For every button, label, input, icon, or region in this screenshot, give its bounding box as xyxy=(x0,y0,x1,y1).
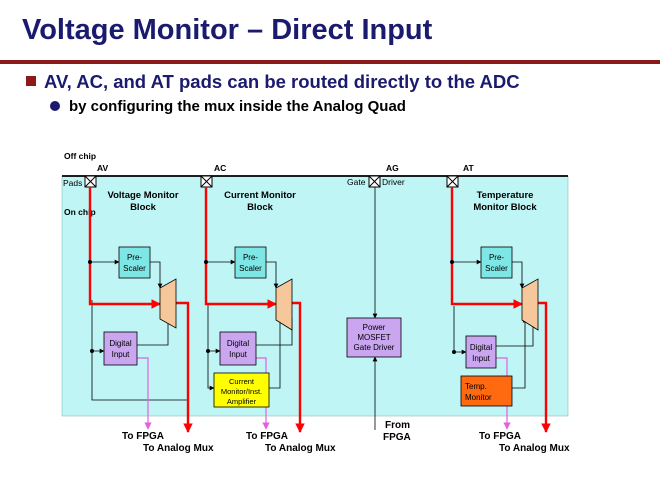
svg-text:Digital: Digital xyxy=(109,339,131,348)
svg-text:Current: Current xyxy=(229,377,255,386)
pad-label-av: AV xyxy=(97,163,109,173)
from-fpga-label-1: From xyxy=(385,420,410,431)
pad-at-icon xyxy=(446,175,459,188)
on-chip-label: On chip xyxy=(64,207,96,217)
title-rule xyxy=(0,60,660,64)
bullet-main: AV, AC, and AT pads can be routed direct… xyxy=(26,71,520,93)
pad-label-ac: AC xyxy=(214,163,226,173)
temp-monitor-box: Temp. Monitor xyxy=(460,375,513,407)
bullet-sub-text: by configuring the mux inside the Analog… xyxy=(69,98,406,115)
slide-title: Voltage Monitor – Direct Input xyxy=(22,14,433,46)
svg-text:Digital: Digital xyxy=(227,339,249,348)
vm-block-title-2: Block xyxy=(130,202,157,213)
pad-ac-icon xyxy=(200,175,213,188)
vm-to-fpga-label: To FPGA xyxy=(122,431,164,442)
tm-to-fpga-label: To FPGA xyxy=(479,431,521,442)
cm-digital-input-box: Digital Input xyxy=(219,331,257,366)
vm-digital-input-box: Digital Input xyxy=(103,331,138,366)
svg-text:Monitor: Monitor xyxy=(465,393,492,402)
tm-block-title-2: Monitor Block xyxy=(473,202,537,213)
current-monitor-amp-box: Current Monitor/Inst. Amplifier xyxy=(213,372,270,408)
power-mosfet-gate-driver-box: Power MOSFET Gate Driver xyxy=(346,317,402,358)
from-fpga-label-2: FPGA xyxy=(383,432,411,443)
square-bullet-icon xyxy=(26,76,36,86)
tm-mux xyxy=(521,278,539,331)
tm-prescaler-box: Pre- Scaler xyxy=(480,246,513,279)
pad-label-ag: AG xyxy=(386,163,399,173)
svg-text:Amplifier: Amplifier xyxy=(227,397,257,406)
cm-mux xyxy=(275,278,293,331)
cm-block-title-1: Current Monitor xyxy=(224,190,296,201)
pad-label-at: AT xyxy=(463,163,475,173)
vm-prescaler-box: Pre- Scaler xyxy=(118,246,151,279)
off-chip-label: Off chip xyxy=(64,151,96,161)
svg-text:Input: Input xyxy=(112,350,131,359)
svg-text:Power: Power xyxy=(363,323,386,332)
tm-digital-input-box: Digital Input xyxy=(465,335,497,369)
svg-text:Scaler: Scaler xyxy=(239,264,262,273)
bullet-sub: by configuring the mux inside the Analog… xyxy=(50,98,406,115)
bullet-main-text: AV, AC, and AT pads can be routed direct… xyxy=(44,71,520,92)
driver-label: Driver xyxy=(382,177,405,187)
svg-text:Temp.: Temp. xyxy=(465,382,487,391)
svg-text:Pre-: Pre- xyxy=(489,253,504,262)
tm-to-analog-mux-label: To Analog Mux xyxy=(499,443,570,454)
cm-to-fpga-label: To FPGA xyxy=(246,431,288,442)
cm-prescaler-box: Pre- Scaler xyxy=(234,246,267,279)
vm-to-analog-mux-label: To Analog Mux xyxy=(143,443,214,454)
red-signal-paths xyxy=(88,187,551,433)
cm-to-analog-mux-label: To Analog Mux xyxy=(265,443,336,454)
junction-dots xyxy=(88,260,456,354)
svg-text:Monitor/Inst.: Monitor/Inst. xyxy=(221,387,262,396)
gate-label: Gate xyxy=(347,177,366,187)
svg-text:Gate Driver: Gate Driver xyxy=(354,343,395,352)
svg-text:MOSFET: MOSFET xyxy=(357,333,390,342)
svg-text:Input: Input xyxy=(229,350,248,359)
pad-av-icon xyxy=(84,175,97,188)
tm-block-title-1: Temperature xyxy=(477,190,534,201)
pads-label: Pads xyxy=(63,178,82,188)
svg-text:Pre-: Pre- xyxy=(243,253,258,262)
svg-text:Pre-: Pre- xyxy=(127,253,142,262)
pad-ag-icon xyxy=(368,175,381,188)
svg-text:Digital: Digital xyxy=(470,343,492,352)
svg-text:Scaler: Scaler xyxy=(123,264,146,273)
vm-mux xyxy=(159,278,177,329)
round-bullet-icon xyxy=(50,101,60,111)
vm-block-title-1: Voltage Monitor xyxy=(107,190,178,201)
svg-text:Scaler: Scaler xyxy=(485,264,508,273)
cm-block-title-2: Block xyxy=(247,202,274,213)
svg-text:Input: Input xyxy=(472,354,491,363)
